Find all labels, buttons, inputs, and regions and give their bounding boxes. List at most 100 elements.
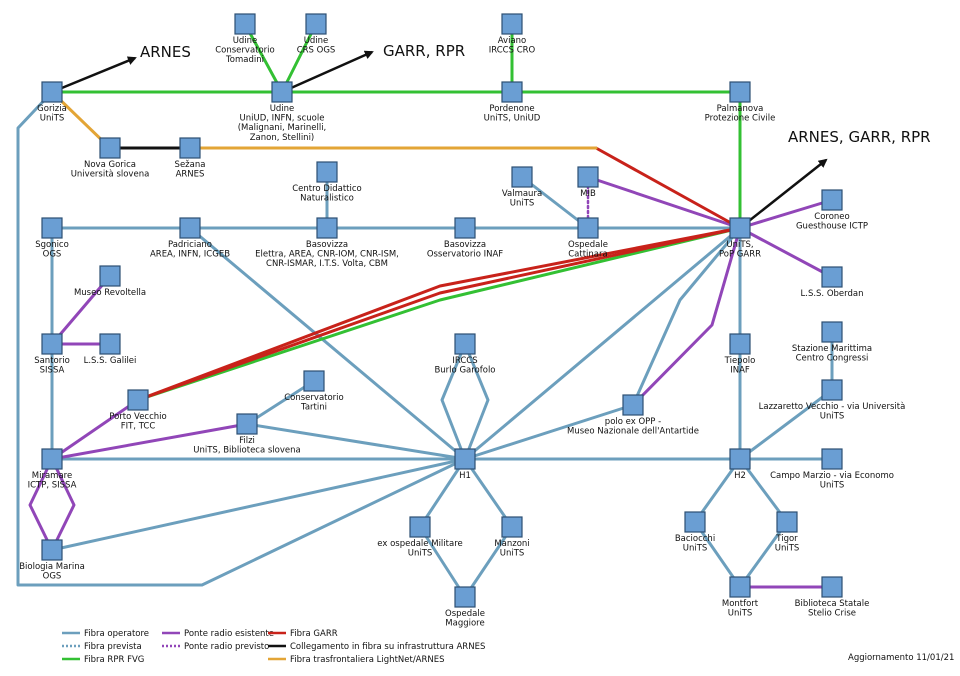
node-lazzaretto-label: Lazzaretto Vecchio - via Università: [759, 402, 906, 412]
node-opp-label: Museo Nazionale dell'Antartide: [567, 427, 699, 437]
node-galilei[interactable]: L.S.S. Galilei: [84, 333, 137, 366]
node-portovecchio-label: FIT, TCC: [121, 422, 156, 432]
node-gorizia-label: UniTS: [40, 114, 65, 124]
arrow-arnes: [51, 56, 137, 94]
node-sgonico-label: OGS: [43, 250, 62, 260]
node-valmaura-box: [511, 166, 533, 188]
node-basovizza-label: Elettra, AREA, CNR-IOM, CNR-ISM,: [255, 250, 399, 260]
node-marittima-box: [821, 321, 843, 343]
node-maggiore-label: Ospedale: [445, 609, 485, 619]
node-tiepolo-label: Tiepolo: [724, 356, 756, 366]
link-units-mib: [586, 175, 742, 230]
link-h1-units: [463, 226, 742, 461]
legend-item-rpr: Fibra RPR FVG: [62, 655, 144, 665]
link-garr-palmanova-units: [188, 146, 742, 230]
node-montfort-label: UniTS: [728, 609, 753, 619]
node-pordenone-label: UniTS, UniUD: [484, 114, 541, 124]
node-basovizzainaf-label: Basovizza: [444, 240, 486, 250]
node-baciocchi-box: [684, 511, 706, 533]
node-manzoni-label: UniTS: [500, 549, 525, 559]
link-miramare-biologia-right: [50, 457, 76, 552]
link-padriciano-h1: [188, 226, 467, 461]
link-portovecchio-miramare: [50, 398, 140, 461]
link-filzi-h1: [245, 422, 467, 461]
node-mib[interactable]: MIB: [577, 166, 599, 199]
node-udine-label: Udine: [270, 104, 295, 114]
node-militare-label: ex ospedale Militare: [377, 539, 462, 549]
node-h1[interactable]: H1: [454, 448, 476, 481]
node-units-box: [729, 217, 751, 239]
node-montfort-label: Montfort: [722, 599, 759, 609]
node-tomadini-label: Udine: [233, 36, 258, 46]
legend-item-arnes: Collegamento in fibra su infrastruttura …: [268, 642, 485, 652]
node-revoltella[interactable]: Museo Revoltella: [74, 265, 146, 298]
node-sezana-label: ARNES: [176, 170, 205, 180]
node-centrodid-box: [316, 161, 338, 183]
node-oberdan[interactable]: L.S.S. Oberdan: [801, 266, 864, 299]
node-palmanova-label: Protezione Civile: [705, 114, 776, 124]
legend-item-prevista: Fibra prevista: [62, 642, 142, 652]
node-baciocchi-label: Baciocchi: [675, 534, 715, 544]
node-filzi-label: UniTS, Biblioteca slovena: [193, 446, 300, 456]
arrows-layer: [51, 50, 828, 229]
node-biblioteca-box: [821, 576, 843, 598]
node-units[interactable]: UniTS,PoP GARR: [719, 217, 761, 260]
node-santorio-label: Santorio: [34, 356, 70, 366]
legend-label-rpr: Fibra RPR FVG: [84, 655, 144, 665]
link-valmaura-cattinara: [520, 175, 590, 230]
node-padriciano-box: [179, 217, 201, 239]
node-lazzaretto-box: [821, 379, 843, 401]
node-basovizzainaf-label: Osservatorio INAF: [427, 250, 503, 260]
node-centrodid-label: Naturalistico: [300, 194, 354, 204]
arrow-arnes-garr-rpr: [739, 158, 828, 229]
ext-arnes-label: ARNES: [140, 43, 191, 61]
node-revoltella-box: [99, 265, 121, 287]
node-h2-label: H2: [734, 471, 746, 481]
node-oberdan-box: [821, 266, 843, 288]
link-miramare-biologia-left: [28, 457, 54, 552]
link-h1-manzoni: [463, 457, 514, 529]
node-tartini-label: Tartini: [300, 403, 327, 413]
node-udine-label: Zanon, Stellini): [250, 133, 315, 143]
node-h2[interactable]: H2: [729, 448, 751, 481]
node-opp[interactable]: polo ex OPP -Museo Nazionale dell'Antart…: [567, 394, 699, 437]
node-tigor-label: Tigor: [775, 534, 798, 544]
